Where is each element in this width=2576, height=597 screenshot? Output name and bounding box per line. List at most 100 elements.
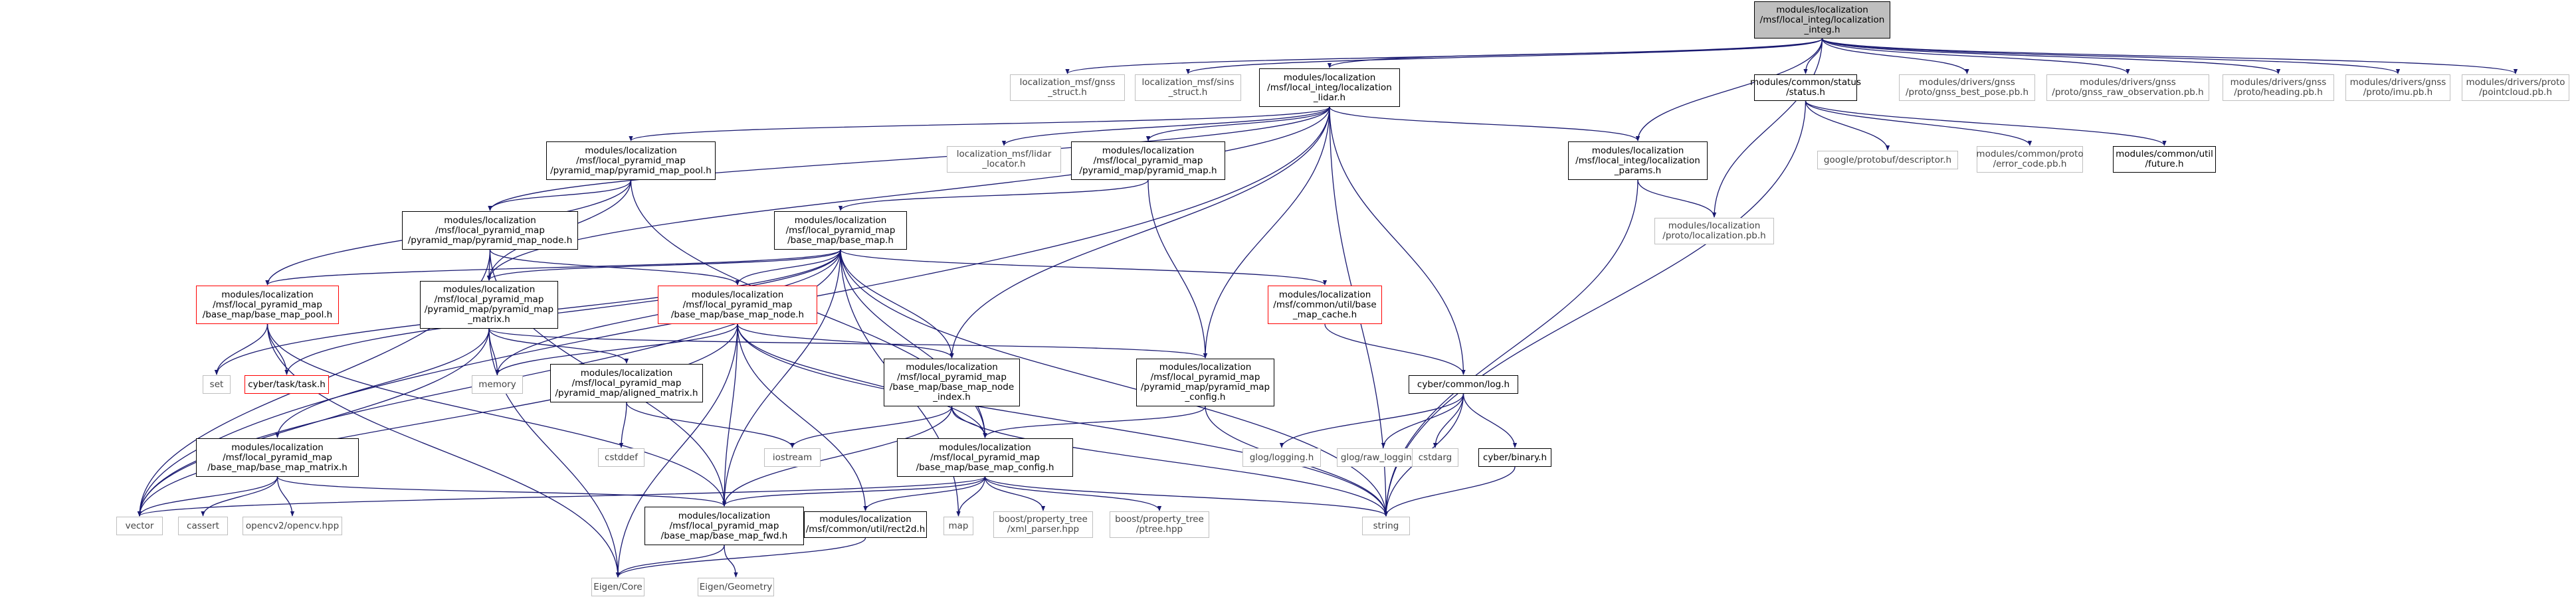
edge-pyramid_map-to-pyramid_map_config bbox=[1147, 179, 1208, 359]
node-localization-pb[interactable]: modules/localization /proto/localization… bbox=[1654, 218, 1774, 244]
edge-pyramid_map_matrix-to-vector bbox=[137, 328, 490, 517]
edge-lidar-to-lidar_locator bbox=[1001, 106, 1330, 146]
node-eigen-core[interactable]: Eigen/Core bbox=[591, 578, 644, 596]
edge-root-to-gnss_raw bbox=[1821, 38, 2130, 74]
node-set[interactable]: set bbox=[203, 375, 231, 394]
node-log[interactable]: cyber/common/log.h bbox=[1409, 375, 1518, 394]
node-status[interactable]: modules/common/status /status.h bbox=[1750, 74, 1861, 101]
node-label: memory bbox=[478, 379, 516, 390]
edge-base_map-to-base_map_fwd bbox=[722, 249, 841, 507]
node-label: localization_msf/lidar _locator.h bbox=[956, 149, 1052, 169]
node-label: google/protobuf/descriptor.h bbox=[1823, 154, 1952, 165]
node-base-map-matrix[interactable]: modules/localization /msf/local_pyramid_… bbox=[196, 438, 359, 477]
node-gnss-struct[interactable]: localization_msf/gnss _struct.h bbox=[1010, 74, 1125, 101]
node-label: cstdarg bbox=[1418, 452, 1452, 463]
node-label: modules/drivers/gnss /proto/imu.pb.h bbox=[2349, 77, 2446, 98]
node-pyramid-map-matrix[interactable]: modules/localization /msf/local_pyramid_… bbox=[420, 281, 558, 329]
node-label: cyber/binary.h bbox=[1483, 452, 1547, 463]
node-pointcloud[interactable]: modules/drivers/proto /pointcloud.pb.h bbox=[2462, 74, 2569, 101]
node-label: modules/localization /msf/local_pyramid_… bbox=[785, 214, 896, 246]
node-ptree[interactable]: boost/property_tree /ptree.hpp bbox=[1110, 511, 1209, 538]
edge-base_map-to-base_map_cache bbox=[840, 249, 1328, 286]
edge-pyramid_map_matrix-to-base_map_matrix bbox=[275, 328, 490, 438]
node-base-map-node-index[interactable]: modules/localization /msf/local_pyramid_… bbox=[884, 359, 1020, 406]
node-base-map-fwd[interactable]: modules/localization /msf/local_pyramid_… bbox=[644, 507, 804, 545]
node-imu[interactable]: modules/drivers/gnss /proto/imu.pb.h bbox=[2345, 74, 2450, 101]
edge-lidar-to-pyramid_map_matrix bbox=[486, 106, 1330, 281]
edge-lidar-to-log bbox=[1329, 106, 1466, 375]
edge-lidar-to-pyramid_map_node bbox=[488, 106, 1330, 211]
edge-base_map_node_index-to-base_map_fwd bbox=[722, 406, 953, 507]
node-lidar-locator[interactable]: localization_msf/lidar _locator.h bbox=[947, 146, 1061, 173]
edge-base_map_config-to-vector bbox=[138, 476, 986, 517]
edge-base_map_config-to-ptree bbox=[984, 476, 1162, 511]
edge-pyramid_map_matrix-to-pyramid_map_config bbox=[488, 328, 1207, 359]
node-cstddef[interactable]: cstddef bbox=[598, 448, 644, 467]
node-root: modules/localization /msf/local_integ/lo… bbox=[1754, 1, 1890, 39]
node-label: modules/drivers/gnss /proto/gnss_raw_obs… bbox=[2052, 77, 2204, 98]
node-error-code[interactable]: modules/common/proto /error_code.pb.h bbox=[1976, 146, 2084, 173]
node-descriptor[interactable]: google/protobuf/descriptor.h bbox=[1817, 151, 1958, 169]
edge-base_map-to-string bbox=[840, 249, 1389, 517]
node-label: modules/common/proto /error_code.pb.h bbox=[1976, 149, 2084, 169]
node-cstdarg[interactable]: cstdarg bbox=[1412, 448, 1458, 467]
node-iostream[interactable]: iostream bbox=[764, 448, 821, 467]
edge-binary-to-string bbox=[1383, 466, 1516, 517]
edge-aligned_matrix-to-cstddef bbox=[619, 402, 627, 448]
node-integ-params[interactable]: modules/localization /msf/local_integ/lo… bbox=[1568, 141, 1708, 180]
node-pyramid-map[interactable]: modules/localization /msf/local_pyramid_… bbox=[1071, 141, 1225, 180]
edge-base_map_pool-to-set bbox=[214, 323, 268, 375]
edge-base_map_node-to-eigen_core bbox=[615, 323, 738, 578]
node-base-map-config[interactable]: modules/localization /msf/local_pyramid_… bbox=[897, 438, 1073, 477]
edge-pyramid_map_node-to-base_map_node bbox=[489, 249, 740, 286]
node-label: modules/localization /msf/local_pyramid_… bbox=[407, 214, 573, 246]
node-cassert[interactable]: cassert bbox=[178, 517, 228, 535]
node-pyramid-map-node[interactable]: modules/localization /msf/local_pyramid_… bbox=[402, 211, 578, 250]
node-heading[interactable]: modules/drivers/gnss /proto/heading.pb.h bbox=[2223, 74, 2334, 101]
node-label: modules/localization /msf/local_pyramid_… bbox=[555, 367, 698, 398]
node-eigen-geometry[interactable]: Eigen/Geometry bbox=[698, 578, 774, 596]
node-label: localization_msf/gnss _struct.h bbox=[1019, 77, 1116, 98]
node-binary[interactable]: cyber/binary.h bbox=[1478, 448, 1551, 467]
node-aligned-matrix[interactable]: modules/localization /msf/local_pyramid_… bbox=[550, 364, 703, 402]
node-label: modules/localization /msf/common/util/re… bbox=[805, 514, 926, 535]
edge-pyramid_map_config-to-base_map_config bbox=[983, 406, 1206, 438]
node-task[interactable]: cyber/task/task.h bbox=[245, 375, 329, 394]
node-label: string bbox=[1373, 520, 1399, 531]
edge-base_map_matrix-to-base_map_fwd bbox=[276, 476, 727, 507]
edge-base_map-to-pyramid_map_matrix bbox=[486, 249, 841, 281]
edge-integ_params-to-localization_pb bbox=[1637, 179, 1717, 218]
node-pyramid-map-pool[interactable]: modules/localization /msf/local_pyramid_… bbox=[546, 141, 716, 180]
node-pyramid-map-config[interactable]: modules/localization /msf/local_pyramid_… bbox=[1136, 359, 1274, 406]
node-vector[interactable]: vector bbox=[116, 517, 163, 535]
node-rect2d[interactable]: modules/localization /msf/common/util/re… bbox=[804, 511, 927, 538]
edge-aligned_matrix-to-iostream bbox=[626, 402, 795, 448]
node-base-map-pool[interactable]: modules/localization /msf/local_pyramid_… bbox=[196, 286, 339, 324]
node-label: boost/property_tree /xml_parser.hpp bbox=[999, 514, 1088, 535]
node-label: modules/localization /msf/local_pyramid_… bbox=[207, 442, 347, 473]
node-string[interactable]: string bbox=[1362, 517, 1410, 535]
edge-rect2d-to-eigen_core bbox=[615, 537, 866, 578]
node-label: vector bbox=[125, 520, 154, 531]
node-gnss-best-pose[interactable]: modules/drivers/gnss /proto/gnss_best_po… bbox=[1899, 74, 2035, 101]
node-xml-parser[interactable]: boost/property_tree /xml_parser.hpp bbox=[993, 511, 1093, 538]
node-glog-logging[interactable]: glog/logging.h bbox=[1242, 448, 1321, 467]
edge-base_map_config-to-rect2d bbox=[863, 476, 986, 511]
node-memory[interactable]: memory bbox=[472, 375, 523, 394]
node-map[interactable]: map bbox=[943, 517, 973, 535]
node-label: modules/localization /msf/local_pyramid_… bbox=[660, 510, 788, 541]
node-base-map[interactable]: modules/localization /msf/local_pyramid_… bbox=[774, 211, 907, 250]
node-opencv[interactable]: opencv2/opencv.hpp bbox=[243, 517, 342, 535]
edge-lidar-to-base_map_node_index bbox=[949, 106, 1330, 359]
node-future[interactable]: modules/common/util /future.h bbox=[2113, 146, 2216, 173]
node-label: set bbox=[209, 379, 224, 390]
edge-status-to-descriptor bbox=[1805, 100, 1890, 151]
node-lidar[interactable]: modules/localization /msf/local_integ/lo… bbox=[1259, 68, 1400, 107]
node-gnss-raw[interactable]: modules/drivers/gnss /proto/gnss_raw_obs… bbox=[2046, 74, 2209, 101]
node-sins-struct[interactable]: localization_msf/sins _struct.h bbox=[1135, 74, 1241, 101]
edge-root-to-sins_struct bbox=[1186, 38, 1823, 74]
edge-base_map_fwd-to-eigen_geometry bbox=[724, 545, 738, 578]
node-label: modules/localization /msf/local_pyramid_… bbox=[670, 289, 805, 320]
node-base-map-node[interactable]: modules/localization /msf/local_pyramid_… bbox=[658, 286, 817, 324]
node-base-map-cache[interactable]: modules/localization /msf/common/util/ba… bbox=[1268, 286, 1382, 324]
